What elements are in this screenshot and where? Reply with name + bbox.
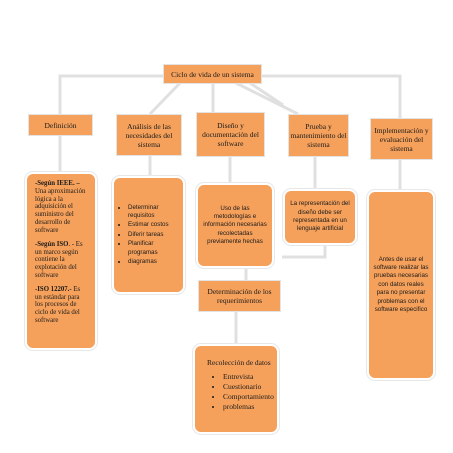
- testing-detail: La representación del diseño debe ser re…: [283, 189, 357, 245]
- connector-root-implementacion: [262, 74, 402, 118]
- connector-root-definicion: [58, 74, 163, 114]
- requirements-label: Determinación de los requerimientos: [207, 287, 272, 305]
- implementation-detail: Antes de usar el software realizar las p…: [367, 190, 435, 380]
- definition-text: Es un estándar para los procesos de cicl…: [35, 285, 81, 324]
- list-item: Comportamiento: [223, 392, 274, 401]
- definition-text: . - Es un marco según contiene la explot…: [35, 240, 83, 279]
- definition-item: -Según IEEE. – Una aproximación lógica a…: [35, 180, 87, 235]
- list-item: Cuestionario: [223, 382, 274, 391]
- implementation-text: Antes de usar el software realizar las p…: [373, 255, 429, 313]
- definition-detail: -Según IEEE. – Una aproximación lógica a…: [25, 172, 97, 350]
- collection-bullet-list: Entrevista Cuestionario Comportamiento p…: [201, 371, 274, 412]
- list-item: Estimar costos: [128, 221, 183, 229]
- connector-root-prueba: [235, 81, 299, 116]
- list-item: Determinar requisitos: [128, 204, 183, 221]
- branch-implementacion-label: Implementación y evaluación del sistema: [374, 125, 429, 153]
- collection-detail: Recolección de datos Entrevista Cuestion…: [193, 344, 279, 434]
- branch-diseno-label: Diseño y documentación del software: [202, 121, 259, 148]
- list-item: diagramas: [128, 258, 183, 266]
- design-text: Uso de las metodologías e información ne…: [203, 204, 267, 246]
- design-detail: Uso de las metodologías e información ne…: [196, 183, 274, 268]
- branch-prueba: Prueba y mantenimiento del sistema: [288, 114, 349, 157]
- definition-list: -Según IEEE. – Una aproximación lógica a…: [27, 174, 95, 337]
- list-item: problemas: [223, 402, 274, 411]
- connector-root-analisis: [148, 81, 182, 116]
- definition-term: -Según IEEE. –: [35, 180, 80, 187]
- branch-prueba-label: Prueba y mantenimiento del sistema: [290, 122, 347, 149]
- definition-item: -Según ISO. - Es un marco según contiene…: [35, 241, 87, 280]
- definition-item: -ISO 12207.- Es un estándar para los pro…: [35, 286, 87, 325]
- definition-text: Una aproximación lógica a la adquisición…: [35, 187, 86, 234]
- branch-diseno: Diseño y documentación del software: [196, 112, 265, 157]
- testing-text: La representación del diseño debe ser re…: [290, 200, 350, 233]
- definition-term: -Según ISO: [35, 240, 69, 248]
- collection-title: Recolección de datos: [207, 358, 271, 367]
- connector-root-requerimientos: [249, 81, 284, 107]
- requirements-node: Determinación de los requerimientos: [198, 280, 281, 312]
- root-node: Ciclo de vida de un sistema: [163, 64, 262, 84]
- analysis-detail: Determinar requisitos Estimar costos Dif…: [112, 176, 185, 294]
- analysis-bullet-list: Determinar requisitos Estimar costos Dif…: [114, 203, 183, 268]
- branch-definicion: Definición: [28, 114, 93, 136]
- branch-definicion-label: Definición: [44, 120, 77, 130]
- branch-analisis-label: Análisis de las necesidades del sistema: [125, 121, 173, 149]
- connector-requerimientos-prueba: [282, 245, 327, 259]
- branch-analisis: Análisis de las necesidades del sistema: [116, 114, 182, 156]
- definition-term: -ISO 12207.-: [35, 285, 72, 293]
- root-label: Ciclo de vida de un sistema: [171, 69, 254, 79]
- list-item: Planificar programas: [128, 240, 183, 257]
- list-item: Diferir tareas: [128, 231, 183, 239]
- branch-implementacion: Implementación y evaluación del sistema: [370, 118, 433, 160]
- list-item: Entrevista: [223, 372, 274, 381]
